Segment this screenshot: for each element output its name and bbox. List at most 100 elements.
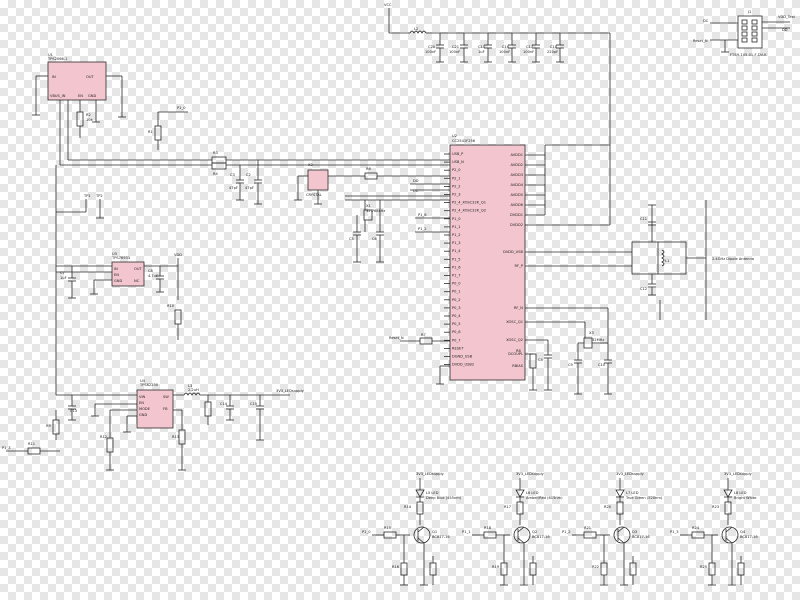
u2-pin-dcoupl: DCOUPL [508, 352, 523, 356]
vcc-rail: VCC L2 [384, 3, 611, 146]
u2-pin-reset: RESET [452, 346, 464, 350]
c15b-ref: C15 [250, 402, 257, 406]
c20-ref: C20 [428, 45, 436, 49]
u2-pin-p1-2: P1_2 [452, 233, 461, 237]
u3-pin-in: IN [114, 267, 118, 271]
u2-pin-p0-0: P0_0 [452, 282, 461, 286]
c14-ref: C14 [220, 402, 228, 406]
u2-pin-p1-0: P1_0 [452, 217, 461, 221]
r1-p1-0: P1_0 R1 [148, 106, 188, 150]
u4-pin-gnd: GND [139, 413, 147, 417]
led-drive-pin: P1_1 [462, 530, 471, 534]
p1-2-net: P1_2 [418, 227, 427, 231]
led-drive-pin: P1_2 [562, 530, 571, 534]
c8-ref: C8 [148, 269, 154, 273]
transistor-ref: Q1 [432, 530, 437, 534]
u2-pin-p1-5: P1_5 [452, 257, 461, 261]
u1-pin-gnd: GND [88, 94, 96, 98]
led-supply-label: 3V3_LEDsupply [724, 472, 753, 476]
u2-pin-rf-p: RF_P [514, 264, 523, 268]
led-ref: L5 LED [426, 491, 439, 495]
base-resistor-ref: R24 [692, 526, 700, 530]
u2-pin-p0-4: P0_4 [452, 314, 461, 318]
c9-ref: C9 [568, 363, 574, 367]
vdd-label: VDD [174, 253, 182, 257]
c17-ref: C17 [526, 45, 533, 49]
u2-pin-avdd1: AVDD1 [510, 153, 523, 157]
c4-ref: C4 [538, 358, 544, 362]
x1-val: 32.768kHz [366, 209, 385, 213]
led-ref: L7 LED [626, 491, 639, 495]
x2-part: CRYSTAL [306, 193, 322, 197]
transistor-part: BC817-16 [740, 535, 758, 539]
base-resistor-ref: R21 [584, 526, 591, 530]
led-supply-label: 3V3_LEDsupply [616, 472, 645, 476]
x2-oscillator: X2 CRYSTAL R6 [294, 163, 450, 205]
pulldown-resistor-ref: R22 [592, 565, 599, 569]
c18-val: 220pF [547, 50, 558, 54]
u2-pin-p2-4-xosc32k-q1: P2_4_XOSC32K_Q1 [452, 201, 486, 205]
c2-ref: C2 [246, 173, 251, 177]
u2-pin-p2-2: P2_2 [452, 184, 461, 188]
u2-pin-avdd3: AVDD3 [510, 173, 523, 177]
c18-ref: C18 [550, 45, 558, 49]
c13-ref: C13 [70, 409, 77, 413]
x1-ref: X1 [366, 204, 371, 208]
u2-pin-dvdd1: DVDD1 [510, 213, 523, 217]
led-color: Bright White [734, 496, 757, 500]
u2-pin-p1-6: P1_6 [452, 265, 461, 269]
u3-pin-en: EN [114, 273, 119, 277]
r7-ref: R7 [421, 333, 426, 337]
u2-pin-p2-1: P2_1 [452, 176, 461, 180]
dc-net: DC [413, 189, 419, 193]
u2-pin-p2-4-xosc32k-q2: P2_4_XOSC32K_Q2 [452, 209, 486, 213]
c20-val: 100nF [425, 50, 436, 54]
c11-ref: C11 [640, 217, 647, 221]
u4-ref: U4 [140, 379, 146, 383]
u2-main-ic: U2 CC2541F256 USB_PUSB_NP2_0P2_1P2_2P2_3… [436, 134, 611, 385]
dd-label: DD [782, 28, 788, 32]
u1-pin-in: IN [52, 75, 56, 79]
u2-pin-avdd2: AVDD2 [510, 163, 523, 167]
p1-6-net: P1_6 [418, 213, 427, 217]
u2-pin-p0-5: P0_5 [452, 322, 461, 326]
c6-ref: C6 [372, 237, 378, 241]
led-resistor-ref: R23 [712, 505, 719, 509]
x1-crystal: X1 32.768kHz C5 C6 [345, 195, 450, 263]
usb-resistors: R3 R4 C3 47pF C2 47pF [211, 151, 450, 205]
u2-pin-dvdd-usb: DVDD_USB [503, 250, 523, 254]
transistor-ref: Q4 [740, 530, 746, 534]
u3-pin-out: OUT [134, 267, 142, 271]
c7-ref: C7 [60, 271, 65, 275]
r12-ref: R12 [100, 435, 107, 439]
r10-ref: R10 [167, 304, 175, 308]
u2-pin-p0-6: P0_6 [452, 330, 461, 334]
cap-c18: C18 220pF [547, 33, 564, 63]
u2-pin-dvdd-usb2: DVDD_USB2 [452, 363, 474, 367]
test-points: TP1 TP2 [55, 165, 104, 395]
u2-pin-p1-7: P1_7 [452, 274, 461, 278]
u1-ref: U1 [48, 53, 53, 57]
u2-pin-p2-0: P2_0 [452, 168, 461, 172]
led-supply-label: 3V3_LEDsupply [516, 472, 545, 476]
r6-ref: R6 [366, 167, 371, 171]
transistor-ref: Q3 [632, 530, 637, 534]
u2-io-nets: DD DC P1_6 P1_2 Reset_N R7 [389, 179, 450, 345]
u4-pin-mode: MODE [139, 407, 151, 411]
reset-n-label: Reset_N [693, 39, 708, 43]
dc-label: DC [703, 19, 709, 23]
transistor-ref: Q2 [532, 530, 537, 534]
j1-ref: J1 [747, 10, 751, 14]
u3-pin-nc: NC [134, 279, 140, 283]
x3-crystal: X3 32MHz C9 C10 C4 R8 [516, 307, 612, 395]
u3-pin-gnd: GND [114, 279, 122, 283]
dd-net: DD [413, 179, 419, 183]
l1-ref: L1 [665, 259, 669, 263]
u4-part: TPS62230 [139, 383, 159, 387]
l3-val: 2.2uH [188, 388, 199, 392]
r2-val: 10k [86, 118, 94, 122]
u2-pin-p0-1: P0_1 [452, 290, 461, 294]
led-color: Amber/Red (615nm) [526, 496, 563, 500]
